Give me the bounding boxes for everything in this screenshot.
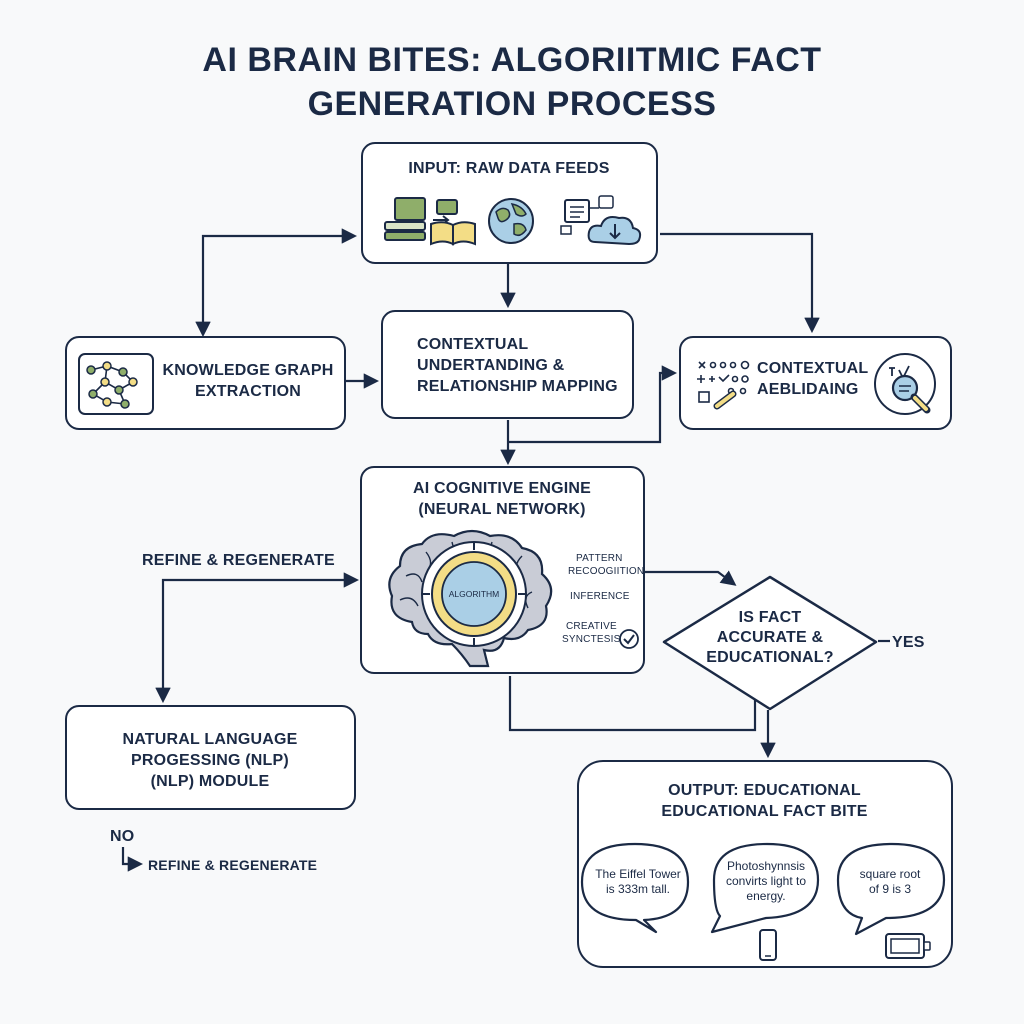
contextual-understanding-box: CONTEXTUAL UNDERTANDING & RELATIONSHIP M… [381,310,634,419]
fact-bubble-3-line-2: of 9 is 3 [868,882,912,896]
knowledge-graph-label: KNOWLEDGE GRAPH EXTRACTION [157,360,339,402]
engine-creative-line-2: SYNCTESIS [562,634,621,645]
engine-title: AI COGNITIVE ENGINE (NEURAL NETWORK) [362,478,642,520]
page-title: AI BRAIN BITES: ALGORIITMIC FACT GENERAT… [0,38,1024,126]
fact-bubble-3-text: square root of 9 is 3 [842,867,938,897]
decision-line-3: EDUCATIONAL? [706,649,834,666]
title-line-2: GENERATION PROCESS [307,85,717,123]
engine-pattern-line-2: RECOOGIITION [568,566,645,577]
engine-pattern-label: PATTERN RECOOGIITION [562,552,644,578]
nlp-line-2: PROGESSING (NLP) [131,752,289,769]
contextual-understanding-line-3: RELATIONSHIP MAPPING [417,378,618,395]
no-refine-label: REFINE & REGENERATE [148,857,318,873]
fact-bubble-1-line-2: is 333m tall. [605,882,671,896]
knowledge-graph-icon [78,353,154,415]
contextual-understanding-line-1: CONTEXTUAL [417,336,529,353]
arrow-kg-to-input [195,228,358,338]
fact-bubble-1-line-1: The Eiffel Tower [595,867,681,881]
books-icon [384,197,476,246]
globe-icon [488,198,534,244]
engine-creative-label: CREATIVE SYNCTESIS [562,620,624,646]
knowledge-graph-line-1: KNOWLEDGE GRAPH [162,362,334,379]
contextual-understanding-line-2: UNDERTANDING & [417,357,565,374]
nlp-module-box: NATURAL LANGUAGE PROGESSING (NLP) (NLP) … [65,705,356,810]
output-line-1: OUTPUT: EDUCATIONAL [668,782,861,799]
arrow-input-to-aeblidaing [660,232,820,334]
knowledge-graph-line-2: EXTRACTION [195,383,301,400]
fact-bubble-2-line-2: convirts light to [725,874,807,888]
arrow-no-refine [121,847,144,872]
cognitive-engine-box: AI COGNITIVE ENGINE (NEURAL NETWORK) ALG… [360,466,645,674]
algorithm-core-label: ALGORITHM [449,589,500,599]
checklist-icon [697,360,750,410]
arrow-refine-to-engine [155,572,360,704]
tablet-icon [885,933,931,959]
output-line-2: EDUCATIONAL FACT BITE [661,803,868,820]
contextual-aeblidaing-line-2: AEBLIDAING [757,381,859,398]
fact-bubble-2-line-1: Photoshynnsis [726,859,806,873]
input-box: INPUT: RAW DATA FEEDS [361,142,658,264]
fact-bubble-2 [710,842,820,934]
decision-yes-label: YES [892,634,925,651]
no-label: NO [110,828,135,845]
fact-bubble-1-text: The Eiffel Tower is 333m tall. [586,867,690,897]
contextual-aeblidaing-box: CONTEXTUAL AEBLIDAING [679,336,952,430]
contextual-aeblidaing-label: CONTEXTUAL AEBLIDAING [757,358,869,400]
decision-line-2: ACCURATE & [716,629,824,646]
engine-creative-line-1: CREATIVE [566,621,617,632]
fact-bubble-3-line-1: square root [859,867,921,881]
fact-bubbles [580,842,946,936]
arrow-engine-to-decision [640,570,737,586]
nlp-line-1: NATURAL LANGUAGE [122,731,298,748]
input-label: INPUT: RAW DATA FEEDS [408,160,610,177]
fact-bubble-2-text: Photoshynnsis convirts light to energy. [716,859,816,904]
decision-line-1: IS FACT [738,609,802,626]
nlp-line-3: (NLP) MODULE [150,773,270,790]
arrow-engine-to-output [508,676,757,732]
engine-line-1: AI COGNITIVE ENGINE [412,480,592,497]
arrow-loop-to-aeblidaing [508,365,678,444]
decision-diamond [662,575,878,711]
contextual-aeblidaing-line-1: CONTEXTUAL [757,360,869,377]
engine-pattern-line-1: PATTERN [576,553,623,564]
fact-bubble-1 [580,842,690,934]
fact-bubble-2-line-3: energy. [746,889,786,903]
magnifier-icon [874,353,936,415]
contextual-understanding-label: CONTEXTUAL UNDERTANDING & RELATIONSHIP M… [417,334,632,397]
knowledge-graph-box: KNOWLEDGE GRAPH EXTRACTION [65,336,346,430]
refine-regenerate-label: REFINE & REGENERATE [142,552,335,569]
phone-icon [759,929,777,961]
check-circle-icon [619,629,639,649]
engine-inference-label: INFERENCE [570,591,630,602]
decision-label: IS FACT ACCURATE & EDUCATIONAL? [690,608,850,668]
cloud-data-icon [560,195,642,246]
fact-bubble-3 [836,842,946,936]
title-line-1: AI BRAIN BITES: ALGORIITMIC FACT [202,41,822,79]
engine-line-2: (NEURAL NETWORK) [418,501,586,518]
output-label: OUTPUT: EDUCATIONAL EDUCATIONAL FACT BIT… [579,780,950,822]
nlp-label: NATURAL LANGUAGE PROGESSING (NLP) (NLP) … [67,729,353,792]
brain-icon: ALGORITHM [388,529,553,668]
